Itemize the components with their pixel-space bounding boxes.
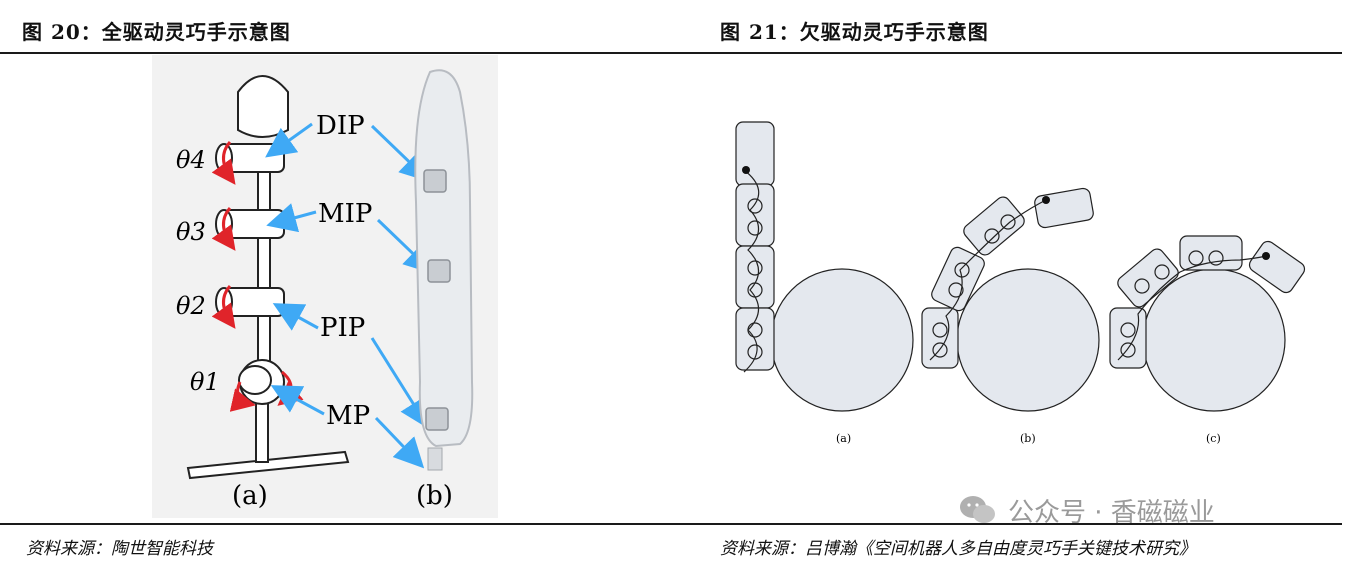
angle-label-theta1: θ1: [190, 368, 220, 396]
watermark-text: 公众号 · 香磁磁业: [1008, 497, 1215, 528]
wechat-icon: [960, 496, 995, 523]
right-source-note: 资料来源：吕博瀚《空间机器人多自由度灵巧手关键技术研究》: [720, 539, 1196, 559]
joint-label-mp: MP: [326, 401, 370, 431]
left-sublabel-b: (b): [416, 481, 453, 511]
angle-label-theta4: θ4: [176, 146, 206, 174]
bottom-rule: [0, 523, 1342, 525]
underactuated-finger-diagram: (a) (b) (c): [735, 121, 1306, 445]
watermark: 公众号 · 香磁磁业: [958, 490, 1318, 530]
angle-label-theta2: θ2: [176, 292, 206, 320]
right-figure-title: 图 21：欠驱动灵巧手示意图: [720, 20, 989, 44]
joint-label-mip: MIP: [318, 199, 372, 229]
top-rule: [0, 52, 1342, 54]
right-sublabel-c: (c): [1206, 432, 1221, 445]
left-figure-title: 图 20：全驱动灵巧手示意图: [22, 20, 291, 44]
right-sublabel-a: (a): [836, 432, 851, 445]
angle-label-theta3: θ3: [176, 218, 206, 246]
joint-label-dip: DIP: [316, 111, 365, 141]
right-sublabel-b: (b): [1020, 432, 1036, 445]
joint-label-pip: PIP: [320, 313, 365, 343]
left-source-note: 资料来源：陶世智能科技: [26, 539, 213, 559]
fully-actuated-finger-diagram: θ4 θ3 θ2 θ1 DIP MIP PIP MP (a) (b): [176, 69, 474, 511]
left-sublabel-a: (a): [232, 481, 268, 511]
